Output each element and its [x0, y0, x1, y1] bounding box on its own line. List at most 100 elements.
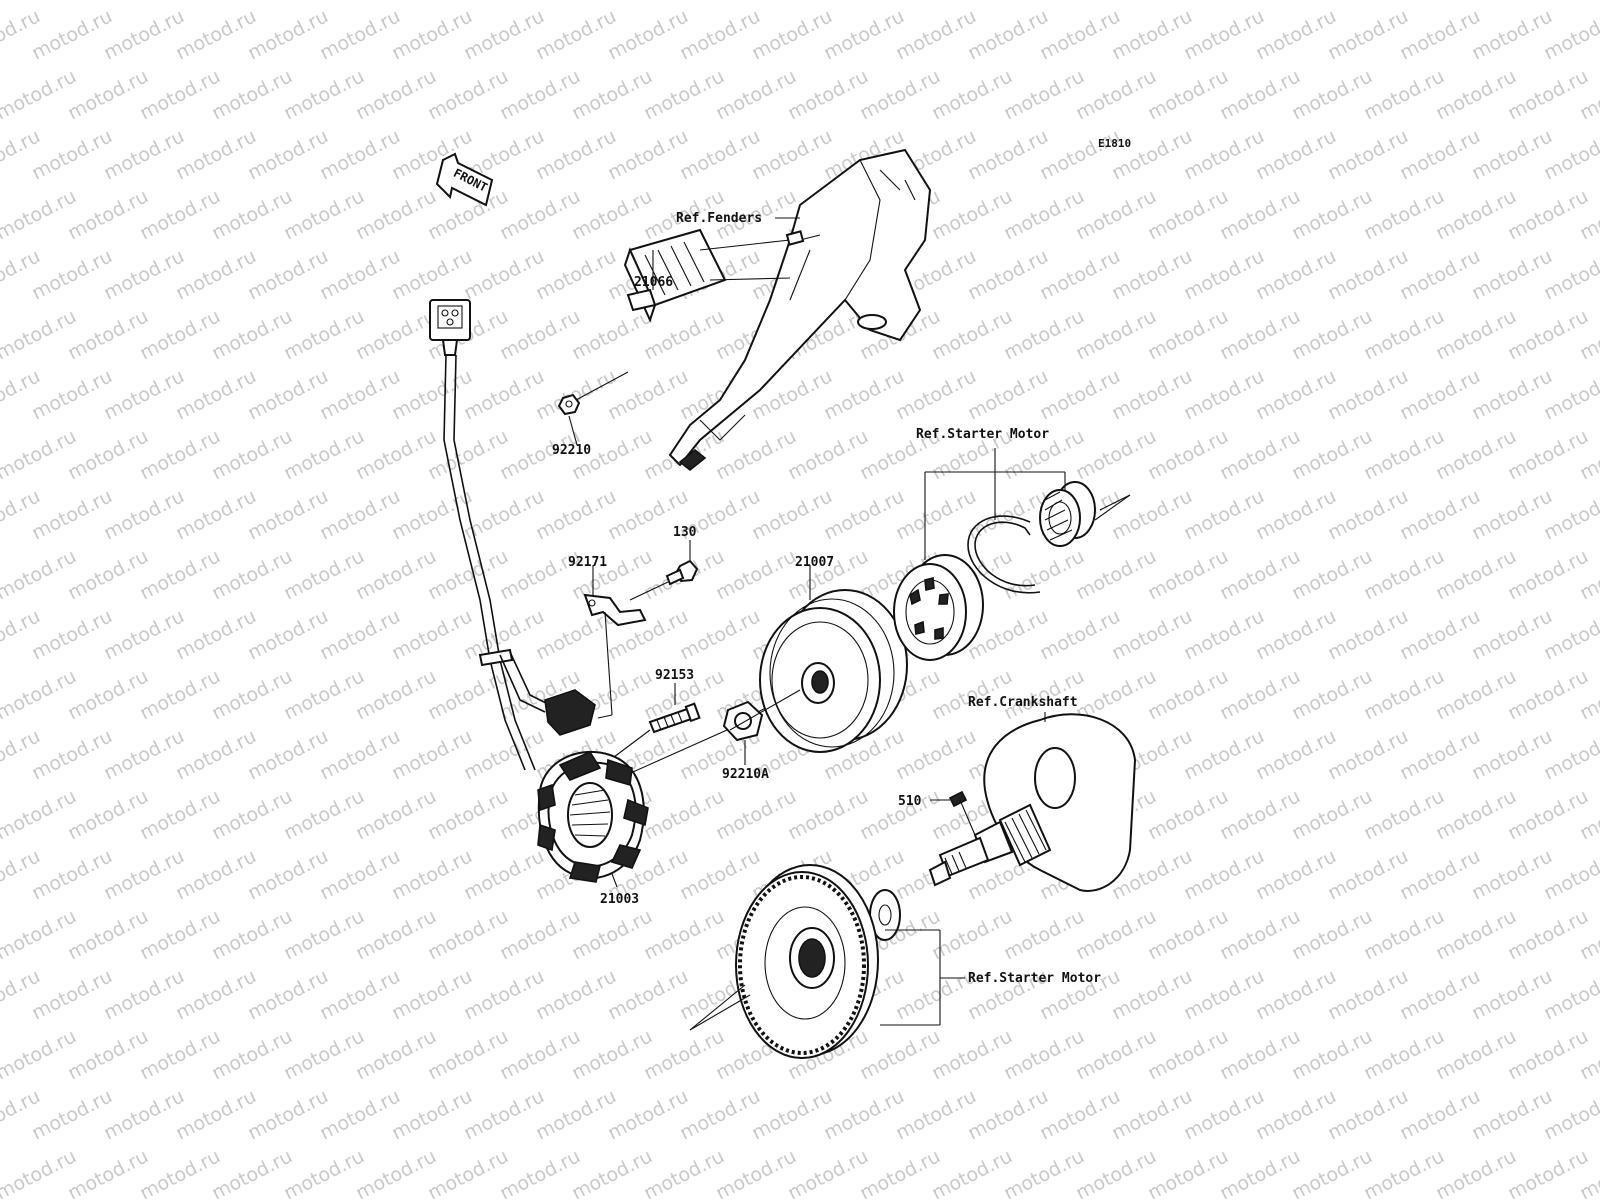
starter-gear: [689, 864, 879, 1059]
watermark-text: motod.ru: [1360, 185, 1448, 244]
watermark-text: motod.ru: [424, 905, 512, 964]
watermark-text: motod.ru: [1108, 365, 1196, 424]
watermark-text: motod.ru: [208, 545, 296, 604]
watermark-text: motod.ru: [136, 185, 224, 244]
watermark-text: motod.ru: [64, 0, 152, 4]
watermark-text: motod.ru: [928, 305, 1016, 364]
watermark-text: motod.ru: [1360, 425, 1448, 484]
watermark-text: motod.ru: [1396, 845, 1484, 904]
label-ref-starter-motor-top: Ref.Starter Motor: [916, 427, 1049, 442]
watermark-text: motod.ru: [604, 965, 692, 1024]
watermark-text: motod.ru: [1252, 245, 1340, 304]
watermark-text: motod.ru: [352, 65, 440, 124]
watermark-text: motod.ru: [892, 365, 980, 424]
watermark-text: motod.ru: [1036, 245, 1124, 304]
watermark-text: motod.ru: [208, 0, 296, 4]
watermark-text: motod.ru: [640, 785, 728, 844]
watermark-text: motod.ru: [1252, 605, 1340, 664]
watermark-text: motod.ru: [172, 965, 260, 1024]
watermark-text: motod.ru: [1324, 485, 1412, 544]
watermark-text: motod.ru: [424, 0, 512, 4]
watermark-text: motod.ru: [1360, 785, 1448, 844]
watermark-text: motod.ru: [1432, 305, 1520, 364]
watermark-text: motod.ru: [1396, 725, 1484, 784]
watermark-text: motod.ru: [208, 185, 296, 244]
watermark-text: motod.ru: [460, 845, 548, 904]
watermark-text: motod.ru: [1252, 365, 1340, 424]
watermark-text: motod.ru: [172, 5, 260, 64]
watermark-text: motod.ru: [1144, 545, 1232, 604]
watermark-text: motod.ru: [1360, 905, 1448, 964]
watermark-text: motod.ru: [1432, 0, 1520, 4]
watermark-text: motod.ru: [1432, 785, 1520, 844]
watermark-text: motod.ru: [352, 0, 440, 4]
watermark-text: motod.ru: [28, 605, 116, 664]
watermark-text: motod.ru: [280, 305, 368, 364]
watermark-text: motod.ru: [0, 785, 80, 844]
watermark-text: motod.ru: [1180, 485, 1268, 544]
watermark-text: motod.ru: [244, 125, 332, 184]
watermark-text: motod.ru: [1288, 305, 1376, 364]
watermark-text: motod.ru: [964, 245, 1052, 304]
watermark-text: motod.ru: [532, 965, 620, 1024]
watermark-text: motod.ru: [280, 665, 368, 724]
watermark-text: motod.ru: [1036, 125, 1124, 184]
watermark-text: motod.ru: [1468, 5, 1556, 64]
watermark-text: motod.ru: [1432, 1025, 1520, 1084]
watermark-text: motod.ru: [1396, 965, 1484, 1024]
watermark-text: motod.ru: [208, 305, 296, 364]
watermark-text: motod.ru: [1144, 425, 1232, 484]
watermark-text: motod.ru: [352, 905, 440, 964]
watermark-text: motod.ru: [388, 245, 476, 304]
clamp-92171: [583, 593, 647, 719]
watermark-text: motod.ru: [244, 5, 332, 64]
watermark-text: motod.ru: [1396, 1085, 1484, 1144]
watermark-text: motod.ru: [172, 605, 260, 664]
watermark-text: motod.ru: [388, 605, 476, 664]
watermark-text: motod.ru: [172, 725, 260, 784]
watermark-text: motod.ru: [532, 1085, 620, 1144]
watermark-text: motod.ru: [28, 485, 116, 544]
watermark-text: motod.ru: [1036, 365, 1124, 424]
watermark-text: motod.ru: [1108, 1085, 1196, 1144]
watermark-text: motod.ru: [712, 545, 800, 604]
watermark-text: motod.ru: [1504, 665, 1592, 724]
watermark-text: motod.ru: [748, 125, 836, 184]
watermark-text: motod.ru: [1288, 905, 1376, 964]
watermark-text: motod.ru: [1144, 1025, 1232, 1084]
watermark-text: motod.ru: [1288, 425, 1376, 484]
watermark-text: motod.ru: [1000, 305, 1088, 364]
watermark-text: motod.ru: [1252, 485, 1340, 544]
watermark-text: motod.ru: [604, 1085, 692, 1144]
watermark-text: motod.ru: [532, 245, 620, 304]
watermark-text: motod.ru: [1360, 0, 1448, 4]
watermark-text: motod.ru: [1072, 65, 1160, 124]
watermark-text: motod.ru: [928, 65, 1016, 124]
watermark-text: motod.ru: [1180, 5, 1268, 64]
watermark-text: motod.ru: [1252, 725, 1340, 784]
watermark-text: motod.ru: [1180, 1085, 1268, 1144]
watermark-text: motod.ru: [28, 845, 116, 904]
watermark-text: motod.ru: [748, 485, 836, 544]
watermark-text: motod.ru: [1504, 425, 1592, 484]
watermark-text: motod.ru: [280, 785, 368, 844]
watermark-text: motod.ru: [0, 305, 80, 364]
watermark-text: motod.ru: [28, 365, 116, 424]
watermark-text: motod.ru: [1288, 785, 1376, 844]
watermark-text: motod.ru: [172, 1085, 260, 1144]
watermark-text: motod.ru: [280, 1025, 368, 1084]
watermark-text: motod.ru: [1144, 185, 1232, 244]
watermark-text: motod.ru: [208, 785, 296, 844]
watermark-text: motod.ru: [1360, 65, 1448, 124]
watermark-text: motod.ru: [496, 905, 584, 964]
watermark-text: motod.ru: [964, 1085, 1052, 1144]
watermark-text: motod.ru: [1288, 665, 1376, 724]
watermark-text: motod.ru: [712, 785, 800, 844]
watermark-text: motod.ru: [136, 665, 224, 724]
watermark-text: motod.ru: [640, 905, 728, 964]
watermark-text: motod.ru: [460, 1085, 548, 1144]
ref-starter-motor-bottom-leader: [880, 929, 965, 1026]
watermark-text: motod.ru: [1108, 125, 1196, 184]
watermark-text: motod.ru: [568, 0, 656, 4]
